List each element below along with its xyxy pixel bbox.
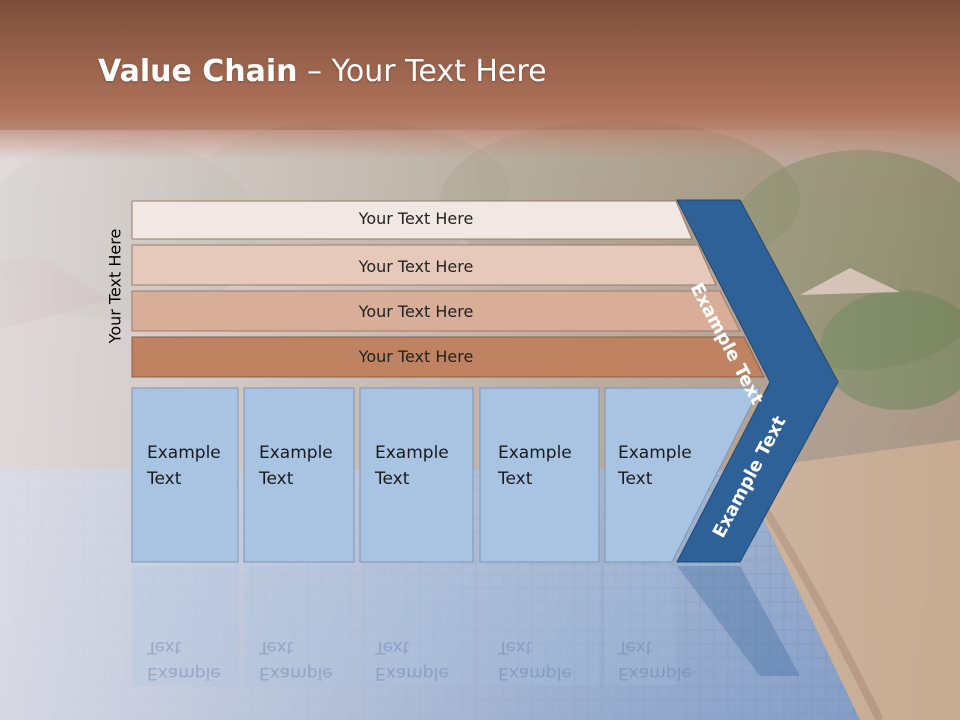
row-label-2: Your Text Here xyxy=(358,257,474,276)
primary-box-3 xyxy=(359,387,474,563)
box-label-2: Example Text xyxy=(259,443,333,489)
box-label-2-reflection: Example Text xyxy=(259,637,333,683)
primary-box-2 xyxy=(243,387,355,563)
chevron-reflection xyxy=(677,566,800,676)
support-row-3 xyxy=(131,290,741,332)
primary-box-4 xyxy=(479,387,600,563)
primary-box-1 xyxy=(131,387,239,563)
title-rest: – Your Text Here xyxy=(297,54,547,89)
support-row-1 xyxy=(131,200,693,240)
box-label-5-reflection: Example Text xyxy=(618,637,692,683)
support-row-4 xyxy=(131,336,765,378)
box-label-4: Example Text xyxy=(498,443,572,489)
title-bold: Value Chain xyxy=(98,54,298,89)
box-label-5: Example Text xyxy=(618,443,692,489)
box-label-3: Example Text xyxy=(375,443,449,489)
side-label: Your Text Here xyxy=(105,228,125,344)
value-chevron xyxy=(676,199,839,563)
primary-box-5 xyxy=(604,387,761,563)
row-label-3: Your Text Here xyxy=(358,302,474,321)
box-label-4-reflection: Example Text xyxy=(498,637,572,683)
support-row-2 xyxy=(131,244,717,286)
row-label-4: Your Text Here xyxy=(358,347,474,366)
slide-title: Value Chain – Your Text Here xyxy=(98,54,547,89)
box-label-1-reflection: Example Text xyxy=(147,637,221,683)
box-label-3-reflection: Example Text xyxy=(375,637,449,683)
box-label-1: Example Text xyxy=(147,443,221,489)
row-label-1: Your Text Here xyxy=(358,209,474,228)
boxes-reflection xyxy=(132,566,675,686)
